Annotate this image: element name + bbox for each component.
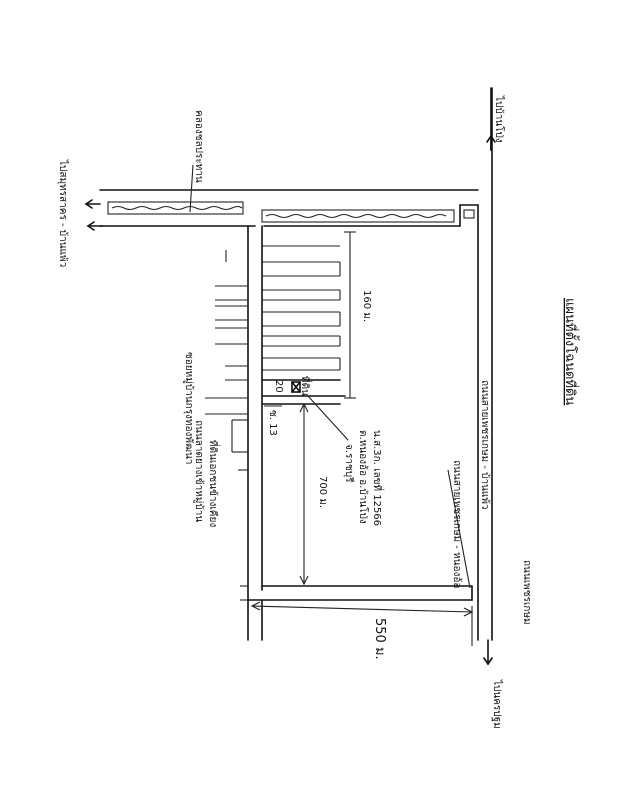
label-dim-20: 20 [273,380,284,393]
top-road [99,189,479,227]
label-dim-160: 160 ม. [361,290,372,322]
label-soi: ซ. 13 [267,410,278,436]
label-diagonal-note: ถนนสายเพชรเกษม - หนองอ้อ [451,460,463,588]
label-lot-mark: ที่ดิน [299,376,313,396]
label-left-road-b: ถนนลาดยางเข้าหมู่บ้าน [193,420,205,522]
label-main-road-strip: ถนนสายเพชรเกษม - บ้านแพ้ว [479,380,491,510]
label-road-bottom: ไปนครปฐม [491,679,503,729]
label-left-road-a: ซอยหมู่บ้านกรุงทองพัฒนา [183,352,195,465]
label-dim-700: 700 ม. [317,476,328,508]
lower-roads [240,585,473,641]
dimension-lines [250,231,474,646]
label-land-info-1: น.ส.3ก. เลขที่ 12566 [371,430,385,526]
canal-strips [107,201,475,223]
label-road-top-left: ไปสมุทรสาคร - บ้านแพ้ว [57,159,69,267]
label-road-right: ถนนเพชรเกษม [521,560,532,625]
side-streets-left [205,250,248,471]
main-road-right [477,87,493,641]
label-road-top-right: ไปบ้านโป่ง [493,95,506,143]
label-land-info-2: ต.หนองอ้อ อ.บ้านโป่ง [357,430,370,524]
plot-ladder [262,245,341,371]
label-canal: คลองชลประทาน [193,110,204,183]
label-left-road-c: ที่ดินเอกชนข้างเคียง [207,440,221,527]
canal-leader [189,164,194,213]
label-dim-550: 550 ม. [372,618,387,660]
diagonal-leader [447,469,471,589]
direction-arrows [84,134,496,666]
map-title: แผนที่ตั้งโฉนดที่ดิน [562,298,580,405]
label-land-info-3: จ.ราชบุรี [343,444,355,483]
subdivision-road [247,225,263,591]
subject-lot [261,379,349,441]
